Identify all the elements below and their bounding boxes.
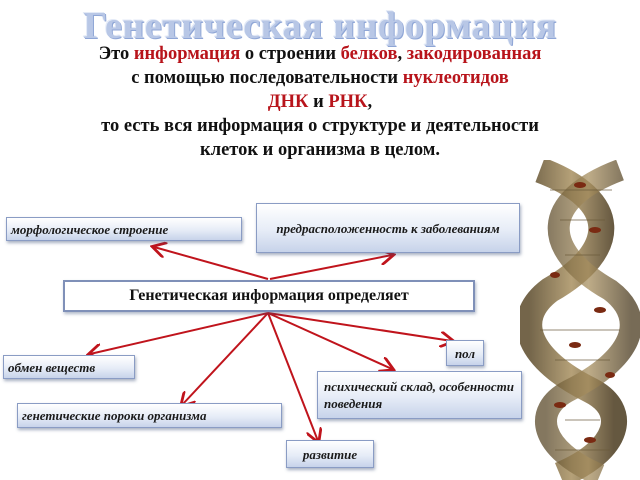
- arrow-to-morph: [154, 247, 269, 280]
- node-metabolism: обмен веществ: [3, 355, 135, 379]
- dna-helix-image: [520, 160, 640, 480]
- node-disease-predisposition: предрасположенность к заболеваниям: [256, 203, 520, 253]
- arrow-to-metab: [90, 312, 269, 354]
- arrow-to-psych: [267, 312, 392, 369]
- intro-line-1: Это информация о строении белков, закоди…: [98, 44, 542, 64]
- node-psychological-traits: психический склад, особенности поведения: [317, 371, 522, 419]
- node-development: развитие: [286, 440, 374, 468]
- intro-line-3: ДНК и РНК,: [267, 92, 373, 112]
- arrow-to-dev: [267, 312, 318, 441]
- arrow-to-predisp: [269, 255, 392, 280]
- node-genetic-defects: генетические пороки организма: [17, 403, 282, 428]
- node-sex: пол: [446, 340, 484, 366]
- arrow-to-defects: [182, 312, 269, 405]
- intro-line-5: клеток и организма в целом.: [200, 140, 440, 160]
- intro-text: Это информация о строении белков, закоди…: [14, 42, 626, 162]
- intro-line-4: то есть вся информация о структуре и дея…: [101, 116, 539, 136]
- node-morphological-structure: морфологическое строение: [6, 217, 242, 241]
- central-node: Генетическая информация определяет: [63, 280, 475, 312]
- slide-title: Генетическая информация: [83, 5, 557, 47]
- arrow-to-pol: [267, 312, 452, 341]
- intro-line-2: с помощью последовательности нуклеотидов: [131, 68, 509, 88]
